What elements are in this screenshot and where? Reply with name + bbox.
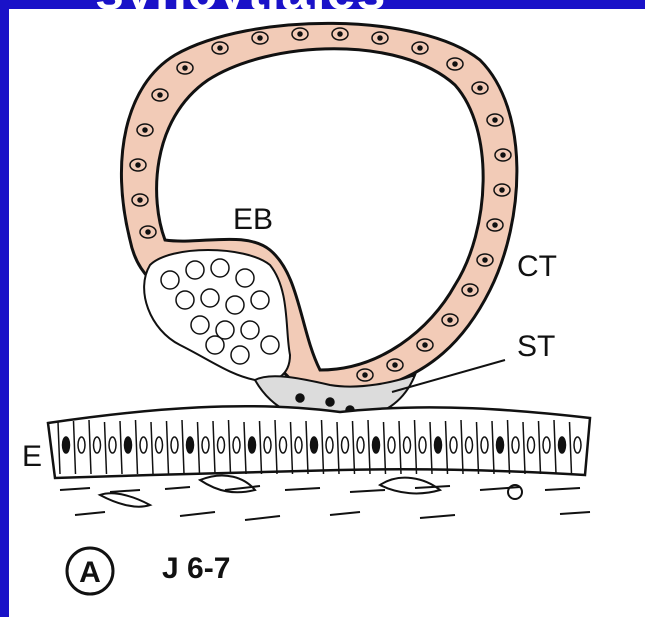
epithelial-nucleus	[512, 437, 519, 453]
panel-letter-circle: A	[64, 545, 116, 597]
nucleolus-dot	[338, 32, 342, 36]
epithelial-nucleus	[94, 437, 101, 453]
epithelial-nucleus	[156, 437, 163, 453]
nucleolus-dot	[493, 118, 497, 122]
epithelial-nucleus	[264, 437, 271, 453]
stroma	[60, 475, 590, 520]
stage-label: J 6-7	[162, 552, 230, 586]
epithelial-nucleus	[357, 437, 364, 453]
epithelial-nucleus	[559, 437, 566, 453]
epithelial-nucleus	[171, 437, 178, 453]
nucleolus-dot	[483, 258, 487, 262]
nucleolus-dot	[418, 46, 422, 50]
nucleolus-dot	[478, 86, 482, 90]
epithelial-nucleus	[311, 437, 318, 453]
embryoblast-mass	[144, 250, 290, 381]
epithelial-nucleus	[435, 437, 442, 453]
epithelial-nucleus	[574, 437, 581, 453]
nucleolus-dot	[138, 198, 142, 202]
epithelial-nucleus	[404, 437, 411, 453]
nucleolus-dot	[218, 46, 222, 50]
epithelial-nucleus	[543, 437, 550, 453]
syncytium-nucleus	[326, 398, 334, 406]
epithelial-nucleus	[109, 437, 116, 453]
nucleolus-dot	[363, 373, 367, 377]
epithelial-nucleus	[187, 437, 194, 453]
epithelial-nucleus	[528, 437, 535, 453]
epithelial-nucleus	[466, 437, 473, 453]
nucleolus-dot	[146, 230, 150, 234]
nucleolus-dot	[183, 66, 187, 70]
epithelial-nucleus	[419, 437, 426, 453]
nucleolus-dot	[378, 36, 382, 40]
epithelial-nucleus	[78, 437, 85, 453]
nucleolus-dot	[143, 128, 147, 132]
label-st: ST	[517, 330, 555, 364]
epithelial-nucleus	[63, 437, 70, 453]
epithelial-nucleus	[481, 437, 488, 453]
nucleolus-dot	[158, 93, 162, 97]
nucleolus-dot	[136, 163, 140, 167]
label-eb: EB	[233, 203, 273, 237]
epithelial-nucleus	[497, 437, 504, 453]
nucleolus-dot	[298, 32, 302, 36]
nucleolus-dot	[393, 363, 397, 367]
epithelial-nucleus	[450, 437, 457, 453]
epithelial-nucleus	[125, 437, 132, 453]
label-e: E	[22, 440, 42, 474]
epithelial-nucleus	[233, 437, 240, 453]
epithelial-nucleus	[326, 437, 333, 453]
epithelial-nucleus	[218, 437, 225, 453]
epithelial-nucleus	[202, 437, 209, 453]
nucleolus-dot	[501, 153, 505, 157]
nucleolus-dot	[493, 223, 497, 227]
nucleolus-dot	[448, 318, 452, 322]
epithelial-nucleus	[295, 437, 302, 453]
syncytium-nucleus	[296, 394, 304, 402]
epithelial-nucleus	[388, 437, 395, 453]
epithelial-nucleus	[140, 437, 147, 453]
nucleolus-dot	[453, 62, 457, 66]
epithelial-nucleus	[249, 437, 256, 453]
nucleolus-dot	[258, 36, 262, 40]
panel-letter: A	[79, 556, 101, 589]
nucleolus-dot	[423, 343, 427, 347]
label-ct: CT	[517, 250, 557, 284]
epithelial-nucleus	[373, 437, 380, 453]
nucleolus-dot	[500, 188, 504, 192]
epithelial-nucleus	[342, 437, 349, 453]
nucleolus-dot	[468, 288, 472, 292]
epithelial-nucleus	[280, 437, 287, 453]
